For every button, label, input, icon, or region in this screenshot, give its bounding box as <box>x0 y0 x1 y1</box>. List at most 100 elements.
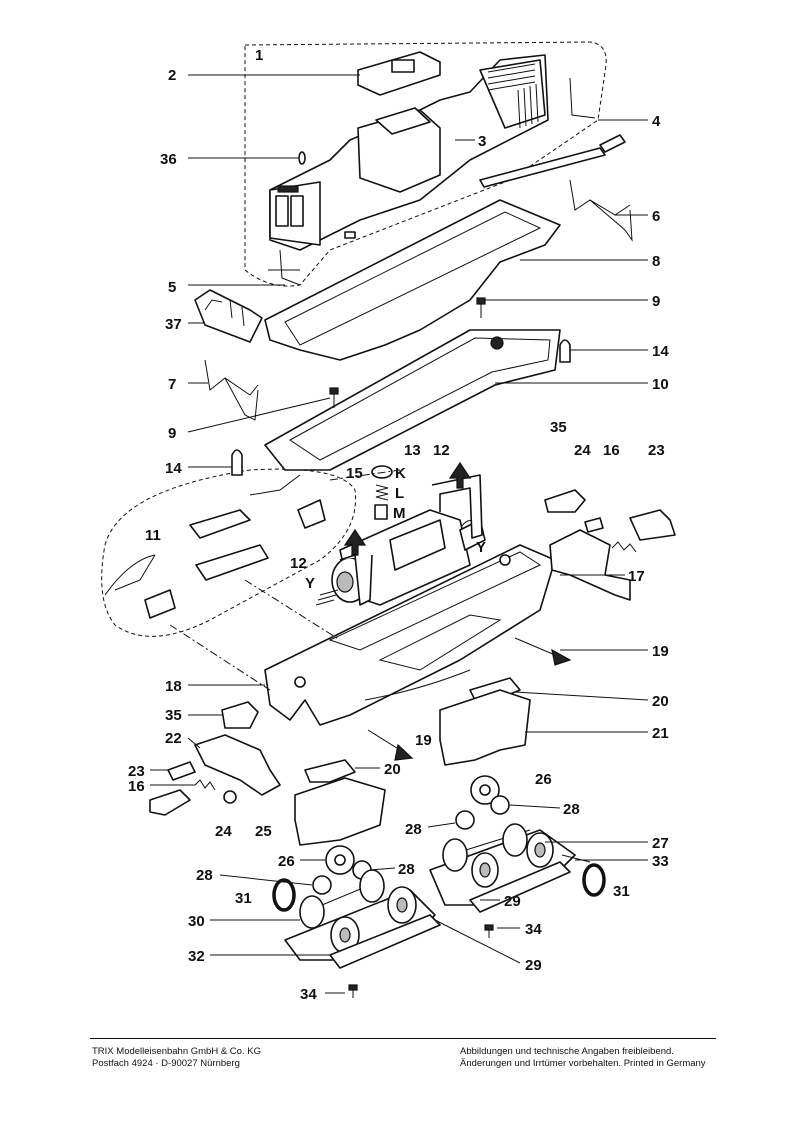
assembly-line-c <box>329 469 401 481</box>
bracket-6 <box>569 179 633 242</box>
callout-30: 30 <box>188 913 205 930</box>
bogie-frame-21 <box>439 689 531 766</box>
callout-15: 15 <box>346 465 363 482</box>
callout-31-left: 31 <box>235 890 252 907</box>
callout-34-right: 34 <box>525 921 542 938</box>
callout-14-left: 14 <box>165 460 182 477</box>
motor-13 <box>315 509 486 606</box>
gear-28-right-a <box>490 795 510 815</box>
callout-25: 25 <box>255 823 272 840</box>
lamp-36 <box>298 151 306 165</box>
footer-company-block: TRIX Modelleisenbahn GmbH & Co. KG Postf… <box>92 1046 261 1070</box>
contact-springs-11 <box>104 474 326 619</box>
callout-28-left-a: 28 <box>398 861 415 878</box>
footer-address: Postfach 4924 · D-90027 Nürnberg <box>92 1058 240 1069</box>
callout-36: 36 <box>160 151 177 168</box>
gear-28-right-b <box>455 810 475 830</box>
callout-labels: 1 2 3 4 5 6 7 8 9 9 10 11 12 12 13 14 14… <box>128 47 669 1000</box>
callout-24-right: 24 <box>574 442 591 459</box>
buffer-beam-22 <box>194 734 281 796</box>
coupler-35-left <box>221 701 259 729</box>
spring-16-right <box>611 541 637 553</box>
pin-24-left <box>223 790 237 804</box>
callout-5: 5 <box>168 279 176 296</box>
callout-20-right: 20 <box>652 693 669 710</box>
callout-19-right: 19 <box>652 643 669 660</box>
callout-37: 37 <box>165 316 182 333</box>
assembly-line-b <box>244 579 341 641</box>
callout-29-right: 29 <box>504 893 521 910</box>
callout-9-lower: 9 <box>168 425 176 442</box>
callout-4: 4 <box>652 113 661 130</box>
gear-26-right <box>470 775 500 805</box>
callout-28-right-b: 28 <box>405 821 422 838</box>
bracket-7 <box>204 359 259 421</box>
locomotive-body <box>269 54 549 251</box>
callout-32: 32 <box>188 948 205 965</box>
arrow-up-right <box>448 461 472 489</box>
spring-16-left <box>194 779 216 791</box>
callout-11: 11 <box>145 527 161 544</box>
pin-24-right <box>584 517 604 533</box>
clip-33 <box>561 854 591 863</box>
brush-spring-L <box>375 484 389 501</box>
footer-disclaimer-block: Abbildungen und technische Angaben freib… <box>460 1046 706 1070</box>
screw-19-right <box>514 637 572 666</box>
label-L: L <box>395 485 404 502</box>
exhaust-rod <box>479 147 606 188</box>
callout-31-right: 31 <box>613 883 630 900</box>
label-Y-left: Y <box>305 575 315 592</box>
gear-26-left <box>325 845 355 875</box>
callout-2: 2 <box>168 67 176 84</box>
brush-cap-K <box>371 465 393 479</box>
buffer-23-right <box>629 509 676 541</box>
callout-28-right-a: 28 <box>563 801 580 818</box>
callout-13: 13 <box>404 442 421 459</box>
footer-company: TRIX Modelleisenbahn GmbH & Co. KG <box>92 1046 261 1057</box>
callout-26-left: 26 <box>278 853 295 870</box>
callout-3: 3 <box>478 133 486 150</box>
buffer-beam-17 <box>549 529 631 601</box>
callout-9-upper: 9 <box>652 293 660 310</box>
pin-14-left <box>231 449 243 476</box>
wheelset-27 <box>429 823 576 906</box>
arrow-up-left <box>343 528 367 556</box>
buffer-23-left <box>167 761 196 781</box>
callout-19-left: 19 <box>415 732 432 749</box>
handrail-4 <box>569 77 596 119</box>
buffer-left-lower <box>149 789 191 816</box>
bogie-frame-25 <box>294 777 386 846</box>
callout-7: 7 <box>168 376 176 393</box>
pin-14-right <box>559 339 571 363</box>
bogie-plate-32 <box>329 914 441 969</box>
callout-26-right: 26 <box>535 771 552 788</box>
callout-12-left: 12 <box>290 555 307 572</box>
callout-10: 10 <box>652 376 669 393</box>
footer-disclaimer-2: Änderungen und Irrtümer vorbehalten. Pri… <box>460 1058 706 1069</box>
callout-12-right: 12 <box>433 442 450 459</box>
callout-8: 8 <box>652 253 660 270</box>
callout-6: 6 <box>652 208 660 225</box>
callout-21: 21 <box>652 725 669 742</box>
callout-24-left: 24 <box>215 823 232 840</box>
body-group-outline <box>244 41 607 287</box>
roof-hatch <box>357 51 441 96</box>
callout-27: 27 <box>652 835 669 852</box>
callout-18: 18 <box>165 678 182 695</box>
label-Y-right: Y <box>476 539 486 556</box>
bogie-frame-20-left <box>304 759 356 783</box>
motor-bracket-12-left <box>339 554 373 606</box>
callout-14-right: 14 <box>652 343 669 360</box>
contact-group-outline <box>101 468 357 637</box>
motor-bracket-12-right <box>431 474 483 539</box>
traction-tyre-31-left <box>272 878 296 912</box>
callout-34-left: 34 <box>300 986 317 1000</box>
callout-33: 33 <box>652 853 669 870</box>
screw-9-upper <box>476 297 486 318</box>
chassis-plate-10 <box>264 329 561 471</box>
callout-28-left-b: 28 <box>196 867 213 884</box>
traction-tyre-31-right <box>582 863 606 897</box>
brush-M <box>374 504 388 520</box>
label-K: K <box>395 465 406 482</box>
screw-34-left <box>348 984 358 998</box>
